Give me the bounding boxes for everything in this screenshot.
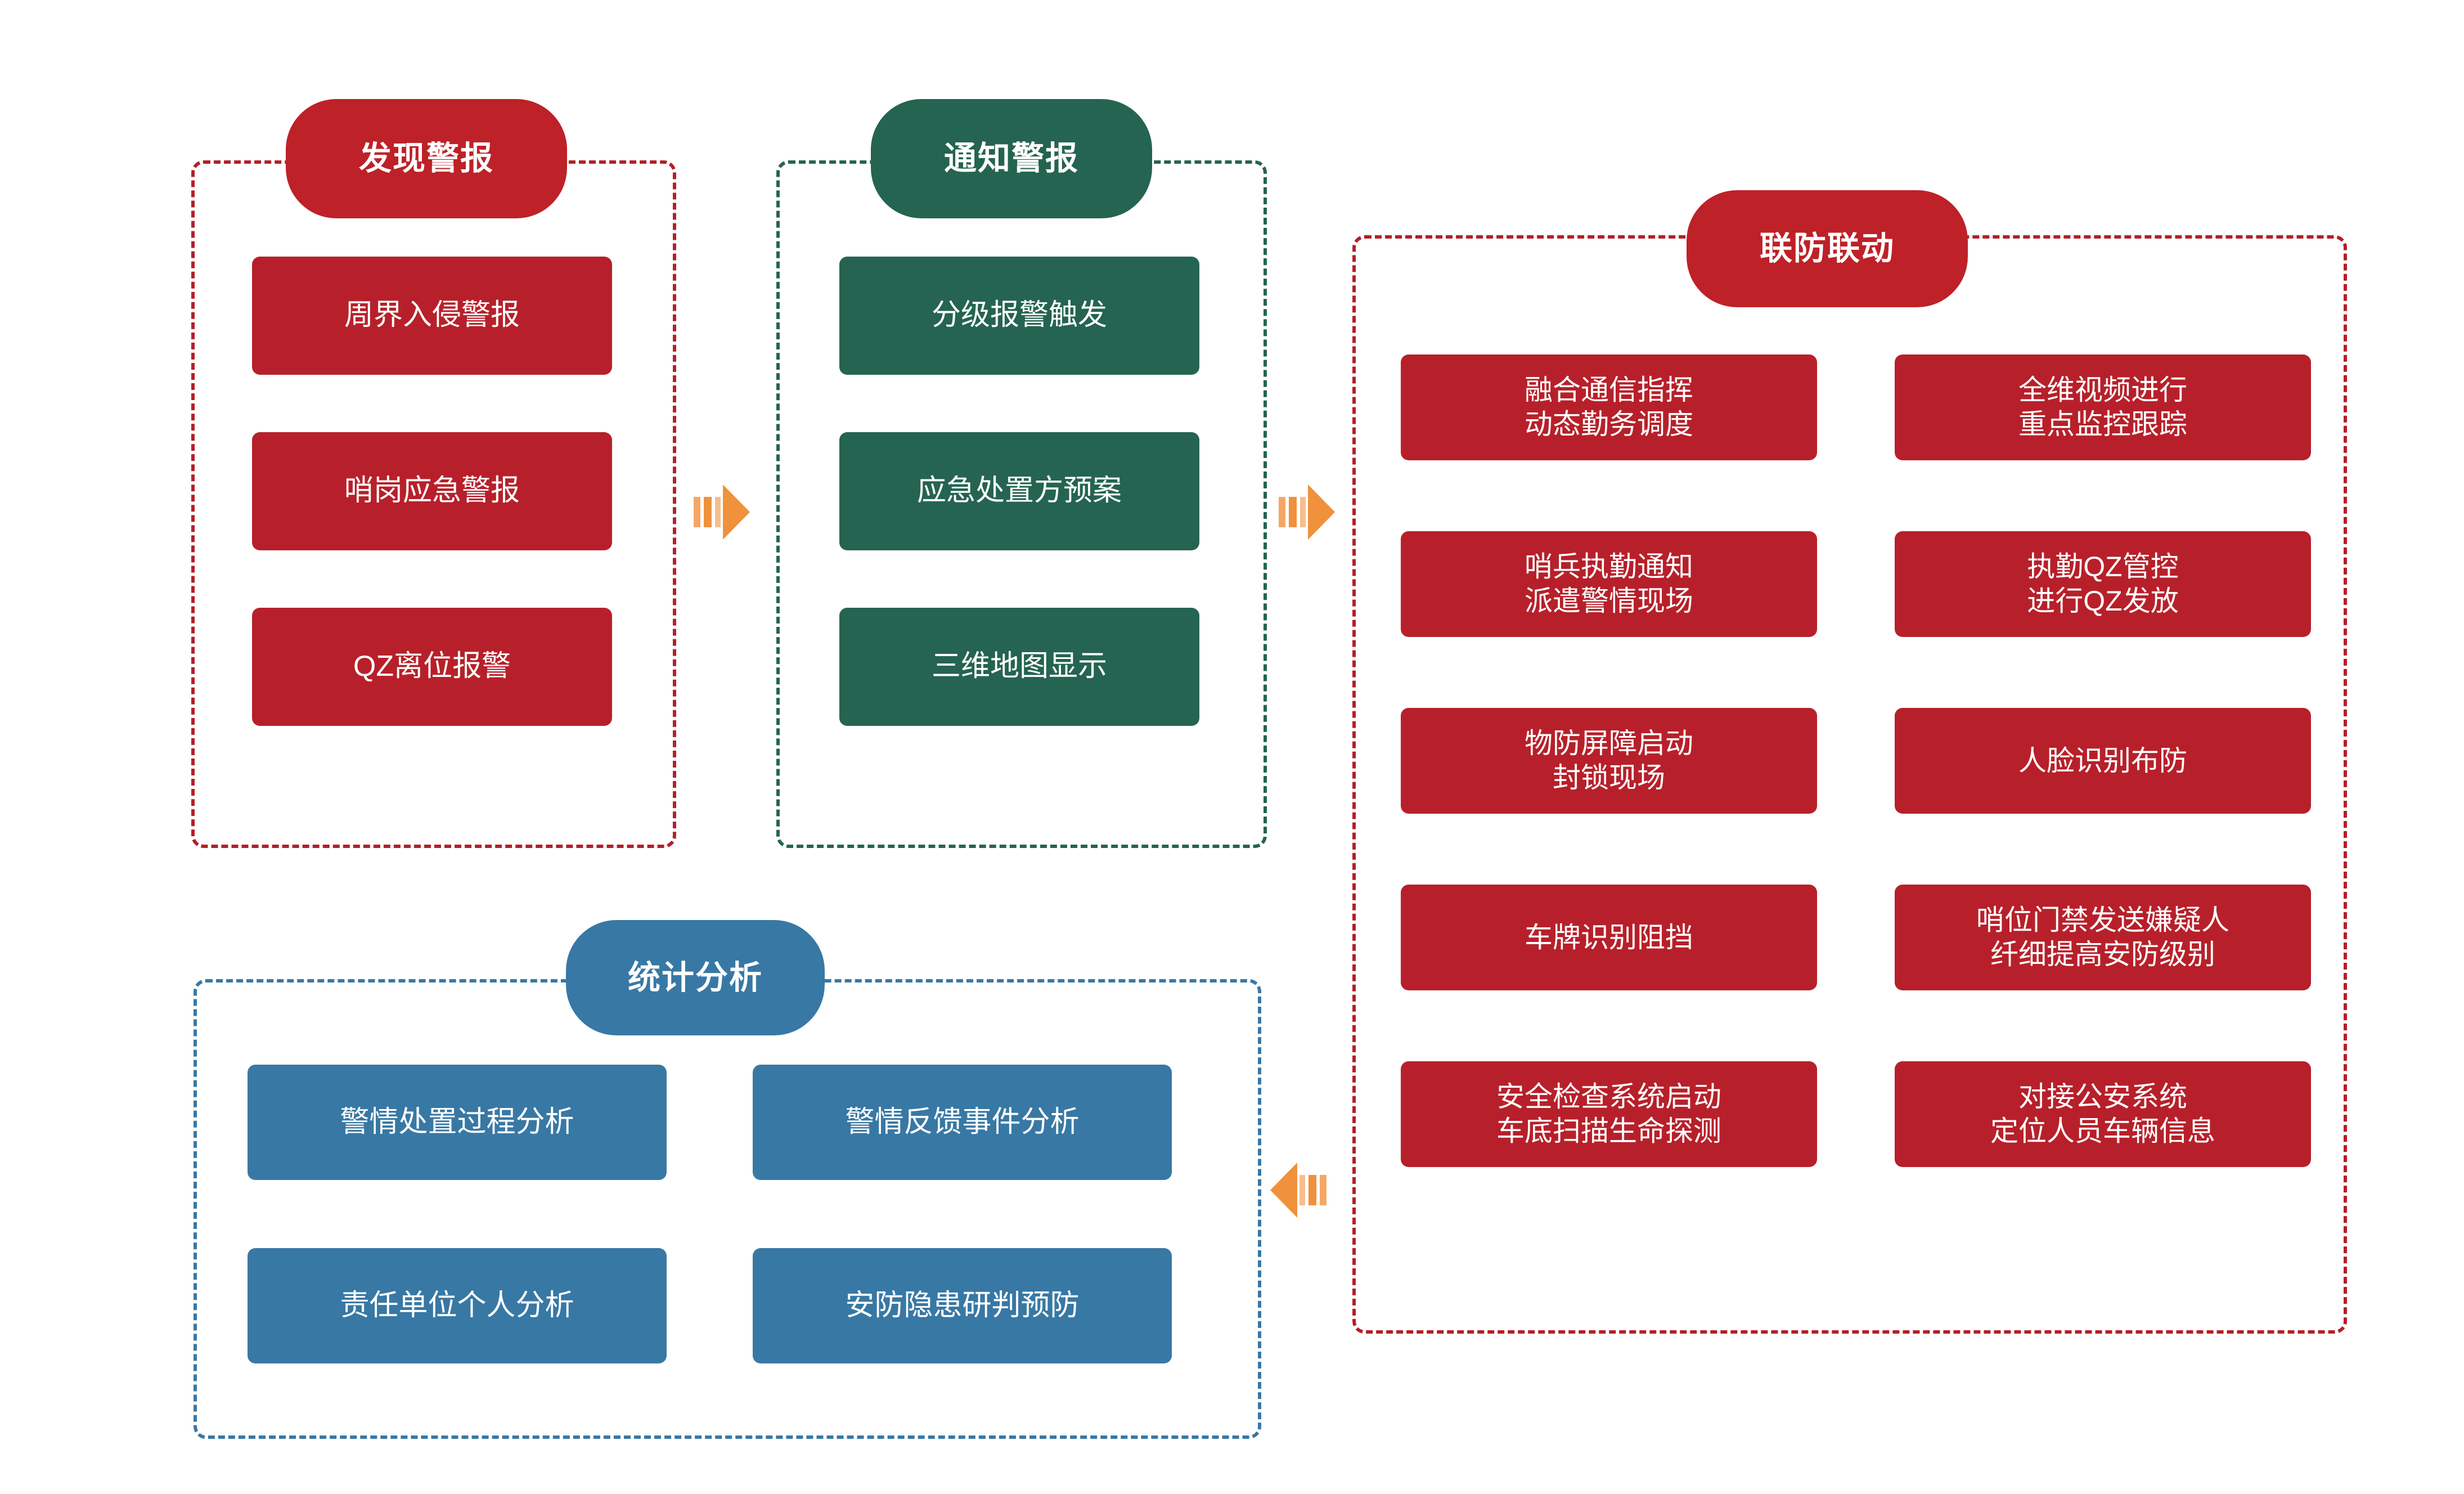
card-notify-0[interactable]: 分级报警触发 bbox=[839, 257, 1199, 375]
card-joint-right-4[interactable]: 对接公安系统 定位人员车辆信息 bbox=[1895, 1061, 2311, 1167]
card-label: 分级报警触发 bbox=[931, 299, 1107, 332]
card-label: 哨岗应急警报 bbox=[344, 474, 520, 508]
card-label: 哨兵执勤通知 派遣警情现场 bbox=[1525, 551, 1693, 617]
card-joint-left-1[interactable]: 哨兵执勤通知 派遣警情现场 bbox=[1401, 531, 1817, 637]
card-discover-0[interactable]: 周界入侵警报 bbox=[252, 257, 612, 375]
card-label: 融合通信指挥 动态勤务调度 bbox=[1525, 374, 1693, 440]
card-label: 对接公安系统 定位人员车辆信息 bbox=[1990, 1081, 2215, 1147]
panel-title-statistics-label: 统计分析 bbox=[627, 959, 763, 996]
card-joint-right-3[interactable]: 哨位门禁发送嫌疑人 纤细提高安防级别 bbox=[1895, 885, 2311, 990]
card-label: 责任单位个人分析 bbox=[340, 1289, 574, 1322]
card-notify-2[interactable]: 三维地图显示 bbox=[839, 608, 1199, 726]
card-label: 哨位门禁发送嫌疑人 纤细提高安防级别 bbox=[1976, 904, 2229, 970]
panel-title-joint-defense-label: 联防联动 bbox=[1759, 230, 1895, 267]
arrow-notify-to-joint-defense bbox=[1279, 481, 1335, 543]
card-label: 三维地图显示 bbox=[931, 650, 1107, 683]
panel-title-notify-label: 通知警报 bbox=[943, 140, 1079, 177]
panel-title-discover: 发现警报 bbox=[286, 99, 567, 218]
card-discover-1[interactable]: 哨岗应急警报 bbox=[252, 432, 612, 550]
card-label: 人脸识别布防 bbox=[2018, 744, 2187, 777]
arrow-joint-defense-to-statistics bbox=[1270, 1159, 1327, 1221]
card-joint-left-4[interactable]: 安全检查系统启动 车底扫描生命探测 bbox=[1401, 1061, 1817, 1167]
card-label: 警情处置过程分析 bbox=[340, 1105, 574, 1138]
panel-title-notify: 通知警报 bbox=[871, 99, 1152, 218]
card-label: 警情反馈事件分析 bbox=[845, 1105, 1080, 1138]
card-statistics-1[interactable]: 警情反馈事件分析 bbox=[753, 1065, 1172, 1180]
card-label: 物防屏障启动 封锁现场 bbox=[1525, 728, 1693, 793]
card-statistics-2[interactable]: 责任单位个人分析 bbox=[248, 1248, 667, 1363]
card-joint-right-0[interactable]: 全维视频进行 重点监控跟踪 bbox=[1895, 355, 2311, 460]
card-statistics-3[interactable]: 安防隐患研判预防 bbox=[753, 1248, 1172, 1363]
card-label: QZ离位报警 bbox=[353, 650, 511, 683]
card-label: 车牌识别阻挡 bbox=[1525, 921, 1693, 953]
card-discover-2[interactable]: QZ离位报警 bbox=[252, 608, 612, 726]
arrow-discover-to-notify bbox=[694, 481, 750, 543]
panel-title-statistics: 统计分析 bbox=[566, 920, 825, 1035]
card-label: 执勤QZ管控 进行QZ发放 bbox=[2027, 551, 2179, 617]
card-notify-1[interactable]: 应急处置方预案 bbox=[839, 432, 1199, 550]
card-label: 安全检查系统启动 车底扫描生命探测 bbox=[1496, 1081, 1721, 1147]
panel-title-discover-label: 发现警报 bbox=[358, 140, 494, 177]
card-joint-left-0[interactable]: 融合通信指挥 动态勤务调度 bbox=[1401, 355, 1817, 460]
card-joint-right-1[interactable]: 执勤QZ管控 进行QZ发放 bbox=[1895, 531, 2311, 637]
card-joint-left-3[interactable]: 车牌识别阻挡 bbox=[1401, 885, 1817, 990]
card-joint-left-2[interactable]: 物防屏障启动 封锁现场 bbox=[1401, 708, 1817, 814]
card-statistics-0[interactable]: 警情处置过程分析 bbox=[248, 1065, 667, 1180]
card-label: 周界入侵警报 bbox=[344, 299, 520, 332]
card-label: 全维视频进行 重点监控跟踪 bbox=[2018, 374, 2187, 440]
card-joint-right-2[interactable]: 人脸识别布防 bbox=[1895, 708, 2311, 814]
card-label: 安防隐患研判预防 bbox=[845, 1289, 1080, 1322]
card-label: 应急处置方预案 bbox=[916, 474, 1122, 508]
panel-frame-statistics bbox=[194, 979, 1261, 1439]
panel-title-joint-defense: 联防联动 bbox=[1687, 190, 1968, 307]
